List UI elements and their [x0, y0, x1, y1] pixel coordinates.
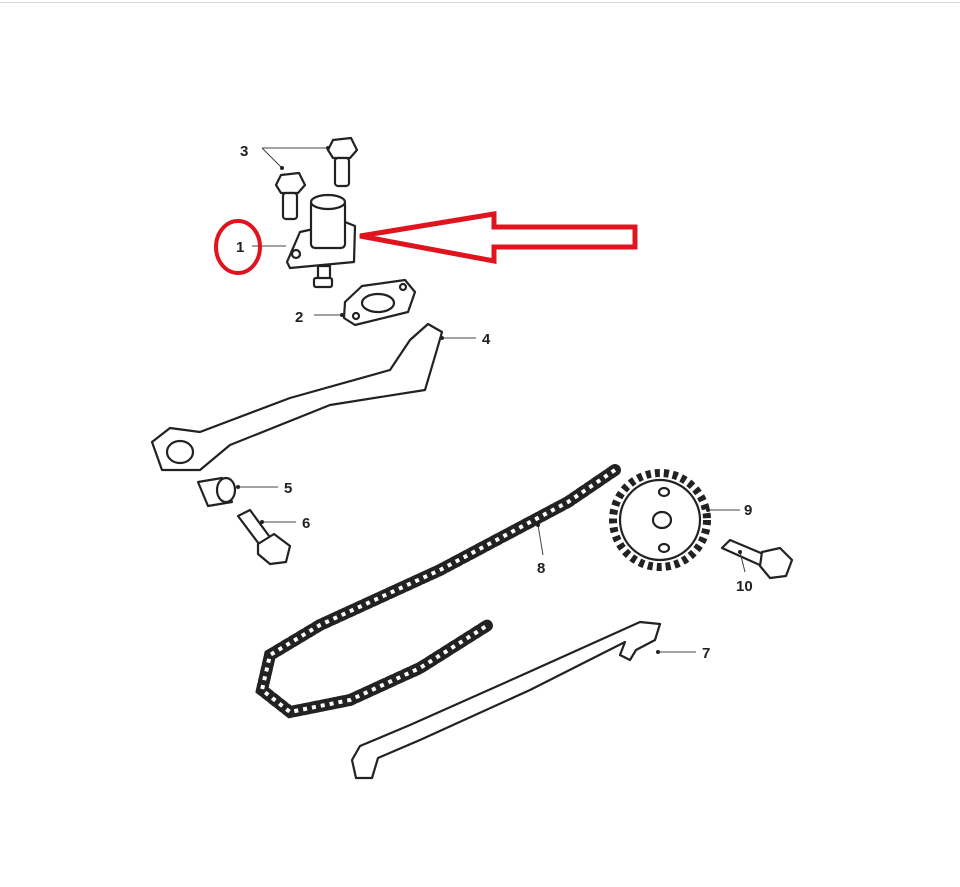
part-7-guide: [350, 620, 696, 780]
bolt-3b: [274, 171, 307, 221]
part-4-guide: [150, 322, 476, 472]
label-9: 9: [744, 502, 752, 519]
red-arrow-highlight: [359, 211, 638, 265]
part-8-chain: [255, 464, 621, 719]
top-border: [0, 2, 960, 3]
part-9-sprocket: [609, 469, 740, 571]
part-5-spacer: [196, 476, 278, 508]
highlight-marker: [214, 211, 638, 275]
label-10: 10: [736, 578, 753, 595]
label-1: 1: [236, 239, 244, 256]
label-5: 5: [284, 480, 292, 497]
part-6-bolt: [236, 508, 296, 566]
label-4: 4: [482, 331, 491, 348]
part-1-tensioner: [252, 193, 357, 289]
part-10-bolt: [720, 538, 794, 580]
red-circle-highlight: [214, 219, 262, 275]
label-2: 2: [295, 309, 303, 326]
label-8: 8: [537, 560, 545, 577]
label-6: 6: [302, 515, 310, 532]
label-7: 7: [702, 645, 710, 662]
label-3: 3: [240, 143, 248, 160]
part-3-bolts: [261, 136, 359, 221]
part-2-gasket: [314, 278, 417, 327]
bolt-3a: [326, 136, 359, 188]
